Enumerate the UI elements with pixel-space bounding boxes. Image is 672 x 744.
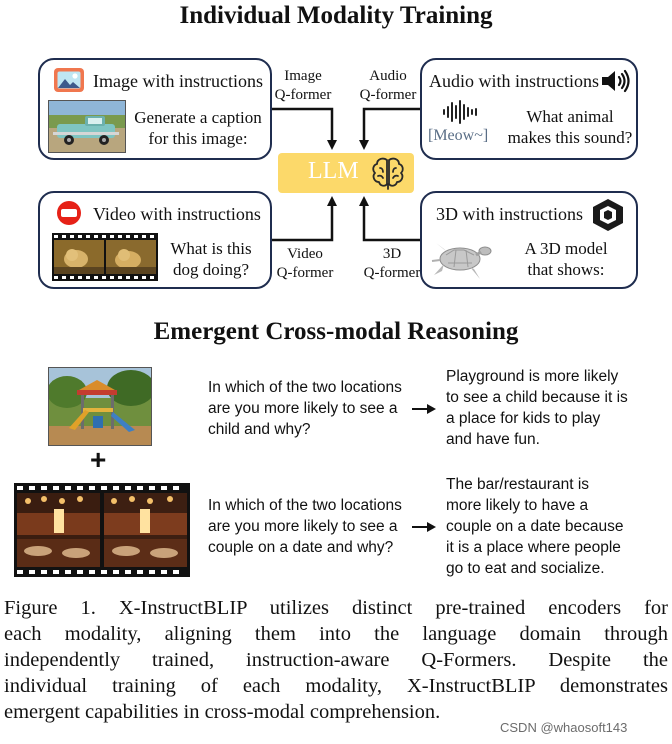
section-title-cross-modal-reasoning: Emergent Cross-modal Reasoning bbox=[153, 318, 519, 345]
image-prompt-line-2: for this image: bbox=[148, 129, 248, 148]
figure-caption: Figure 1. X-InstructBLIP utilizes distin… bbox=[4, 595, 668, 725]
brain-icon bbox=[370, 156, 406, 190]
waveform-label: [Meow~] bbox=[428, 127, 489, 144]
audio-qformer-label: Audio Q-former bbox=[353, 67, 423, 105]
image-qformer-line-1: Image bbox=[284, 68, 322, 84]
3d-qformer-label: 3D Q-former bbox=[357, 245, 427, 283]
caption-line-4: individual training of each modality, X-… bbox=[4, 675, 668, 697]
question-1-line-2: are you more likely to see a bbox=[208, 400, 398, 417]
question-1-line-1: In which of the two locations bbox=[208, 379, 402, 396]
audio-box-title: Audio with instructions bbox=[429, 71, 599, 91]
video-box-prompt: What is this dog doing? bbox=[164, 238, 258, 280]
image-qformer-line-2: Q-former bbox=[274, 87, 332, 103]
answer-bar: The bar/restaurant is more likely to hav… bbox=[446, 474, 661, 579]
audio-prompt-line-1: What animal bbox=[526, 107, 614, 126]
video-prompt-line-2: dog doing? bbox=[172, 260, 250, 279]
audio-box-prompt: What animal makes this sound? bbox=[500, 106, 640, 148]
cube-icon bbox=[590, 197, 626, 233]
answer-2-line-2: more likely to have a bbox=[446, 497, 589, 514]
image-instructions-box: Image with instructions Generate a capti… bbox=[38, 58, 272, 160]
caption-line-1: Figure 1. X-InstructBLIP utilizes distin… bbox=[4, 597, 668, 619]
answer-2-line-5: go to eat and socialize. bbox=[446, 560, 605, 577]
answer-2-line-1: The bar/restaurant is bbox=[446, 476, 590, 493]
caption-line-2: each modality, aligning them into the la… bbox=[4, 623, 668, 645]
answer-1-line-2: to see a child because it is bbox=[446, 389, 628, 406]
video-qformer-label: Video Q-former bbox=[270, 245, 340, 283]
answer-arrow-1 bbox=[412, 404, 436, 414]
plus-sign: + bbox=[90, 444, 107, 475]
3d-prompt-line-1: A 3D model bbox=[524, 239, 608, 258]
3d-qformer-line-2: Q-former bbox=[363, 265, 421, 281]
image-prompt-line-1: Generate a caption bbox=[134, 108, 262, 127]
audio-qformer-line-2: Q-former bbox=[359, 87, 417, 103]
audio-to-llm-arrow bbox=[359, 107, 420, 150]
3d-prompt-line-2: that shows: bbox=[527, 260, 605, 279]
image-qformer-label: Image Q-former bbox=[268, 67, 338, 105]
question-bar: In which of the two locations are you mo… bbox=[208, 495, 428, 558]
image-to-llm-arrow bbox=[271, 107, 337, 150]
picture-icon bbox=[54, 68, 84, 92]
video-to-llm-arrow bbox=[271, 196, 337, 242]
turtle-3d-model bbox=[430, 233, 494, 283]
question-2-line-3: couple on a date and why? bbox=[208, 539, 394, 556]
audio-qformer-line-1: Audio bbox=[369, 68, 407, 84]
answer-1-line-1: Playground is more likely bbox=[446, 368, 619, 385]
video-box-title: Video with instructions bbox=[93, 204, 261, 224]
3d-box-prompt: A 3D model that shows: bbox=[498, 238, 634, 280]
caption-line-3: independently trained, instruction-aware… bbox=[4, 649, 668, 671]
3d-to-llm-arrow bbox=[359, 196, 420, 242]
audio-instructions-box: Audio with instructions [Meow~] What ani… bbox=[420, 58, 638, 160]
flow-arrows bbox=[271, 107, 420, 242]
video-qformer-line-1: Video bbox=[287, 246, 323, 262]
video-play-icon bbox=[54, 201, 84, 225]
question-2-line-2: are you more likely to see a bbox=[208, 518, 398, 535]
answer-1-line-4: and have fun. bbox=[446, 431, 540, 448]
video-qformer-line-2: Q-former bbox=[276, 265, 334, 281]
speaker-icon bbox=[600, 68, 632, 94]
question-2-line-1: In which of the two locations bbox=[208, 497, 402, 514]
image-box-prompt: Generate a caption for this image: bbox=[128, 107, 268, 149]
dog-video-filmstrip bbox=[52, 233, 158, 281]
3d-qformer-line-1: 3D bbox=[382, 246, 402, 262]
llm-label: LLM bbox=[308, 158, 359, 184]
watermark: CSDN @whaosoft143 bbox=[500, 720, 628, 735]
answer-arrow-2 bbox=[412, 522, 436, 532]
waveform-icon bbox=[442, 100, 482, 124]
answer-2-line-4: it is a place where people bbox=[446, 539, 621, 556]
question-1-line-3: child and why? bbox=[208, 421, 311, 438]
video-instructions-box: Video with instructions bbox=[38, 191, 272, 289]
image-box-title: Image with instructions bbox=[93, 71, 263, 91]
3d-instructions-box: 3D with instructions A 3D model that sho… bbox=[420, 191, 638, 289]
playground-photo bbox=[48, 367, 152, 446]
question-playground: In which of the two locations are you mo… bbox=[208, 377, 428, 440]
audio-prompt-line-2: makes this sound? bbox=[507, 128, 633, 147]
car-photo bbox=[48, 100, 126, 153]
answer-playground: Playground is more likely to see a child… bbox=[446, 366, 656, 450]
3d-box-title: 3D with instructions bbox=[436, 204, 583, 224]
section-title-individual-training: Individual Modality Training bbox=[179, 2, 493, 29]
bar-video-filmstrip bbox=[14, 483, 190, 577]
answer-2-line-3: couple on a date because bbox=[446, 518, 624, 535]
video-prompt-line-1: What is this bbox=[170, 239, 252, 258]
caption-line-5: emergent capabilities in cross-modal com… bbox=[4, 701, 441, 723]
llm-block: LLM bbox=[278, 153, 414, 193]
answer-1-line-3: a place for kids to play bbox=[446, 410, 601, 427]
